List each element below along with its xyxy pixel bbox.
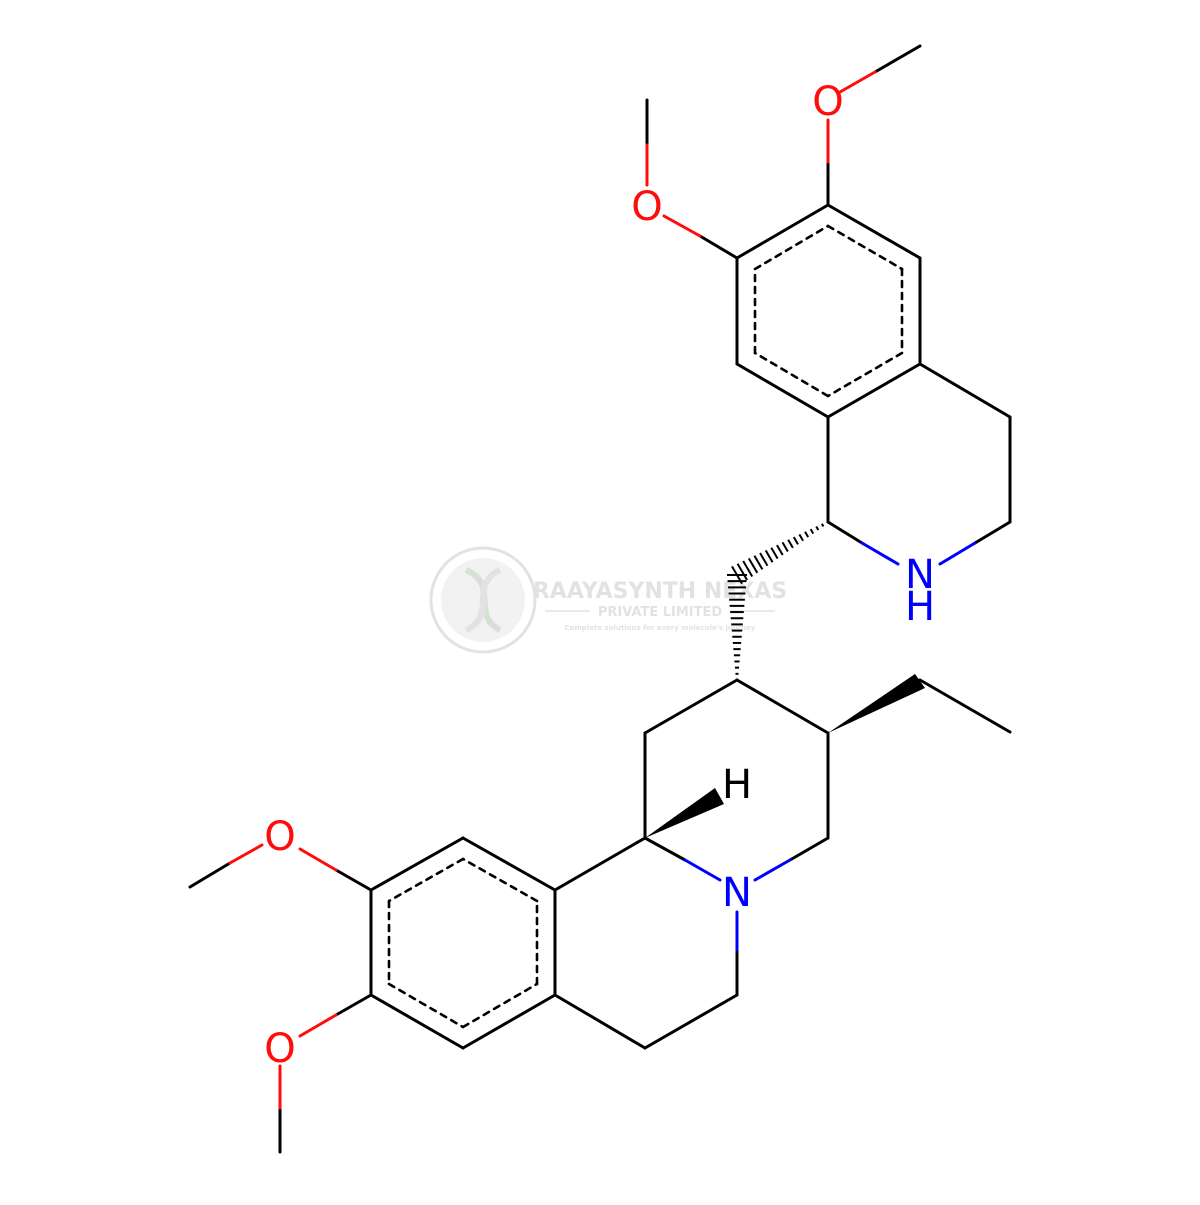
hydrogen-label: H	[905, 584, 935, 630]
hash-stroke	[798, 533, 804, 542]
bond	[735, 678, 830, 735]
hetero-bonds-upper	[645, 70, 977, 566]
bonds-upper	[645, 44, 1012, 545]
bond	[369, 993, 465, 1050]
bond	[918, 678, 1012, 734]
hash-stroke	[770, 547, 779, 560]
oxygen-label: O	[264, 1026, 295, 1072]
hash-stroke	[753, 555, 764, 570]
bond	[553, 993, 647, 1050]
dna-helix-strand-icon	[464, 567, 502, 633]
aromatic-bond	[461, 982, 539, 1029]
hash-stroke	[742, 560, 754, 577]
nitrogen-label: N	[905, 552, 935, 598]
hash-stroke	[764, 549, 774, 563]
aromatic-bond	[387, 982, 465, 1029]
oxygen-label: O	[264, 814, 295, 860]
aromatic-bond	[387, 857, 465, 903]
bond	[228, 843, 264, 865]
atom-labels: O O N H H O N O	[264, 79, 935, 1072]
oxygen-label: O	[631, 184, 662, 230]
hashed-wedge-bond	[727, 574, 747, 681]
bond	[643, 993, 739, 1050]
hydrogen-label: H	[722, 762, 752, 808]
bond	[938, 541, 977, 566]
hash-stroke	[821, 523, 825, 527]
watermark-tagline: Complete solutions for every molecule's …	[565, 624, 756, 632]
aromatic-bond	[753, 224, 830, 271]
bond	[298, 1013, 338, 1038]
bond	[918, 362, 1012, 419]
hash-stroke	[747, 557, 759, 574]
hash-stroke	[759, 552, 769, 567]
bond	[973, 520, 1012, 545]
watermark-logo-ring	[429, 546, 537, 654]
bond	[643, 836, 687, 862]
bond	[553, 836, 647, 892]
watermark-company: RAAYASYNTH NEXAS	[533, 579, 787, 604]
hash-stroke	[736, 563, 748, 581]
aromatic-bond	[461, 857, 539, 903]
bond	[826, 520, 864, 545]
bond	[860, 541, 900, 566]
hash-stroke	[809, 528, 815, 535]
bond	[683, 858, 722, 882]
bond	[662, 214, 702, 238]
bonds-lower	[188, 678, 1012, 1154]
hashed-wedge-bond	[731, 520, 830, 585]
hash-stroke	[826, 520, 830, 524]
bond	[334, 868, 373, 892]
hash-stroke	[776, 544, 784, 556]
bond	[698, 234, 739, 260]
bond	[826, 362, 922, 419]
watermark-subtitle: PRIVATE LIMITED	[598, 605, 723, 620]
bond	[369, 836, 465, 892]
bond	[735, 203, 830, 260]
bond	[838, 70, 877, 94]
bond	[873, 44, 922, 74]
watermark: RAAYASYNTH NEXAS PRIVATE LIMITED Complet…	[429, 546, 787, 654]
solid-wedge-bond	[828, 674, 925, 733]
hash-stroke	[781, 541, 789, 552]
oxygen-label: O	[812, 79, 843, 125]
bond	[735, 362, 830, 419]
aromatic-bond	[826, 351, 904, 398]
hash-stroke	[792, 536, 799, 545]
bond	[461, 993, 557, 1050]
bond	[643, 678, 739, 735]
aromatic-bond	[826, 224, 904, 271]
bond	[298, 847, 338, 872]
solid-wedge-bond	[645, 788, 724, 838]
aromatic-bond	[753, 351, 830, 398]
bond	[826, 203, 922, 260]
bond	[461, 836, 557, 892]
hetero-bonds-lower	[228, 843, 792, 1110]
bond	[334, 993, 373, 1017]
nitrogen-label: N	[722, 870, 752, 916]
bond	[188, 861, 232, 889]
bond	[788, 836, 830, 862]
bond	[753, 858, 792, 882]
hash-stroke	[804, 531, 810, 538]
hash-stroke	[815, 525, 820, 531]
hash-stroke	[787, 539, 794, 549]
